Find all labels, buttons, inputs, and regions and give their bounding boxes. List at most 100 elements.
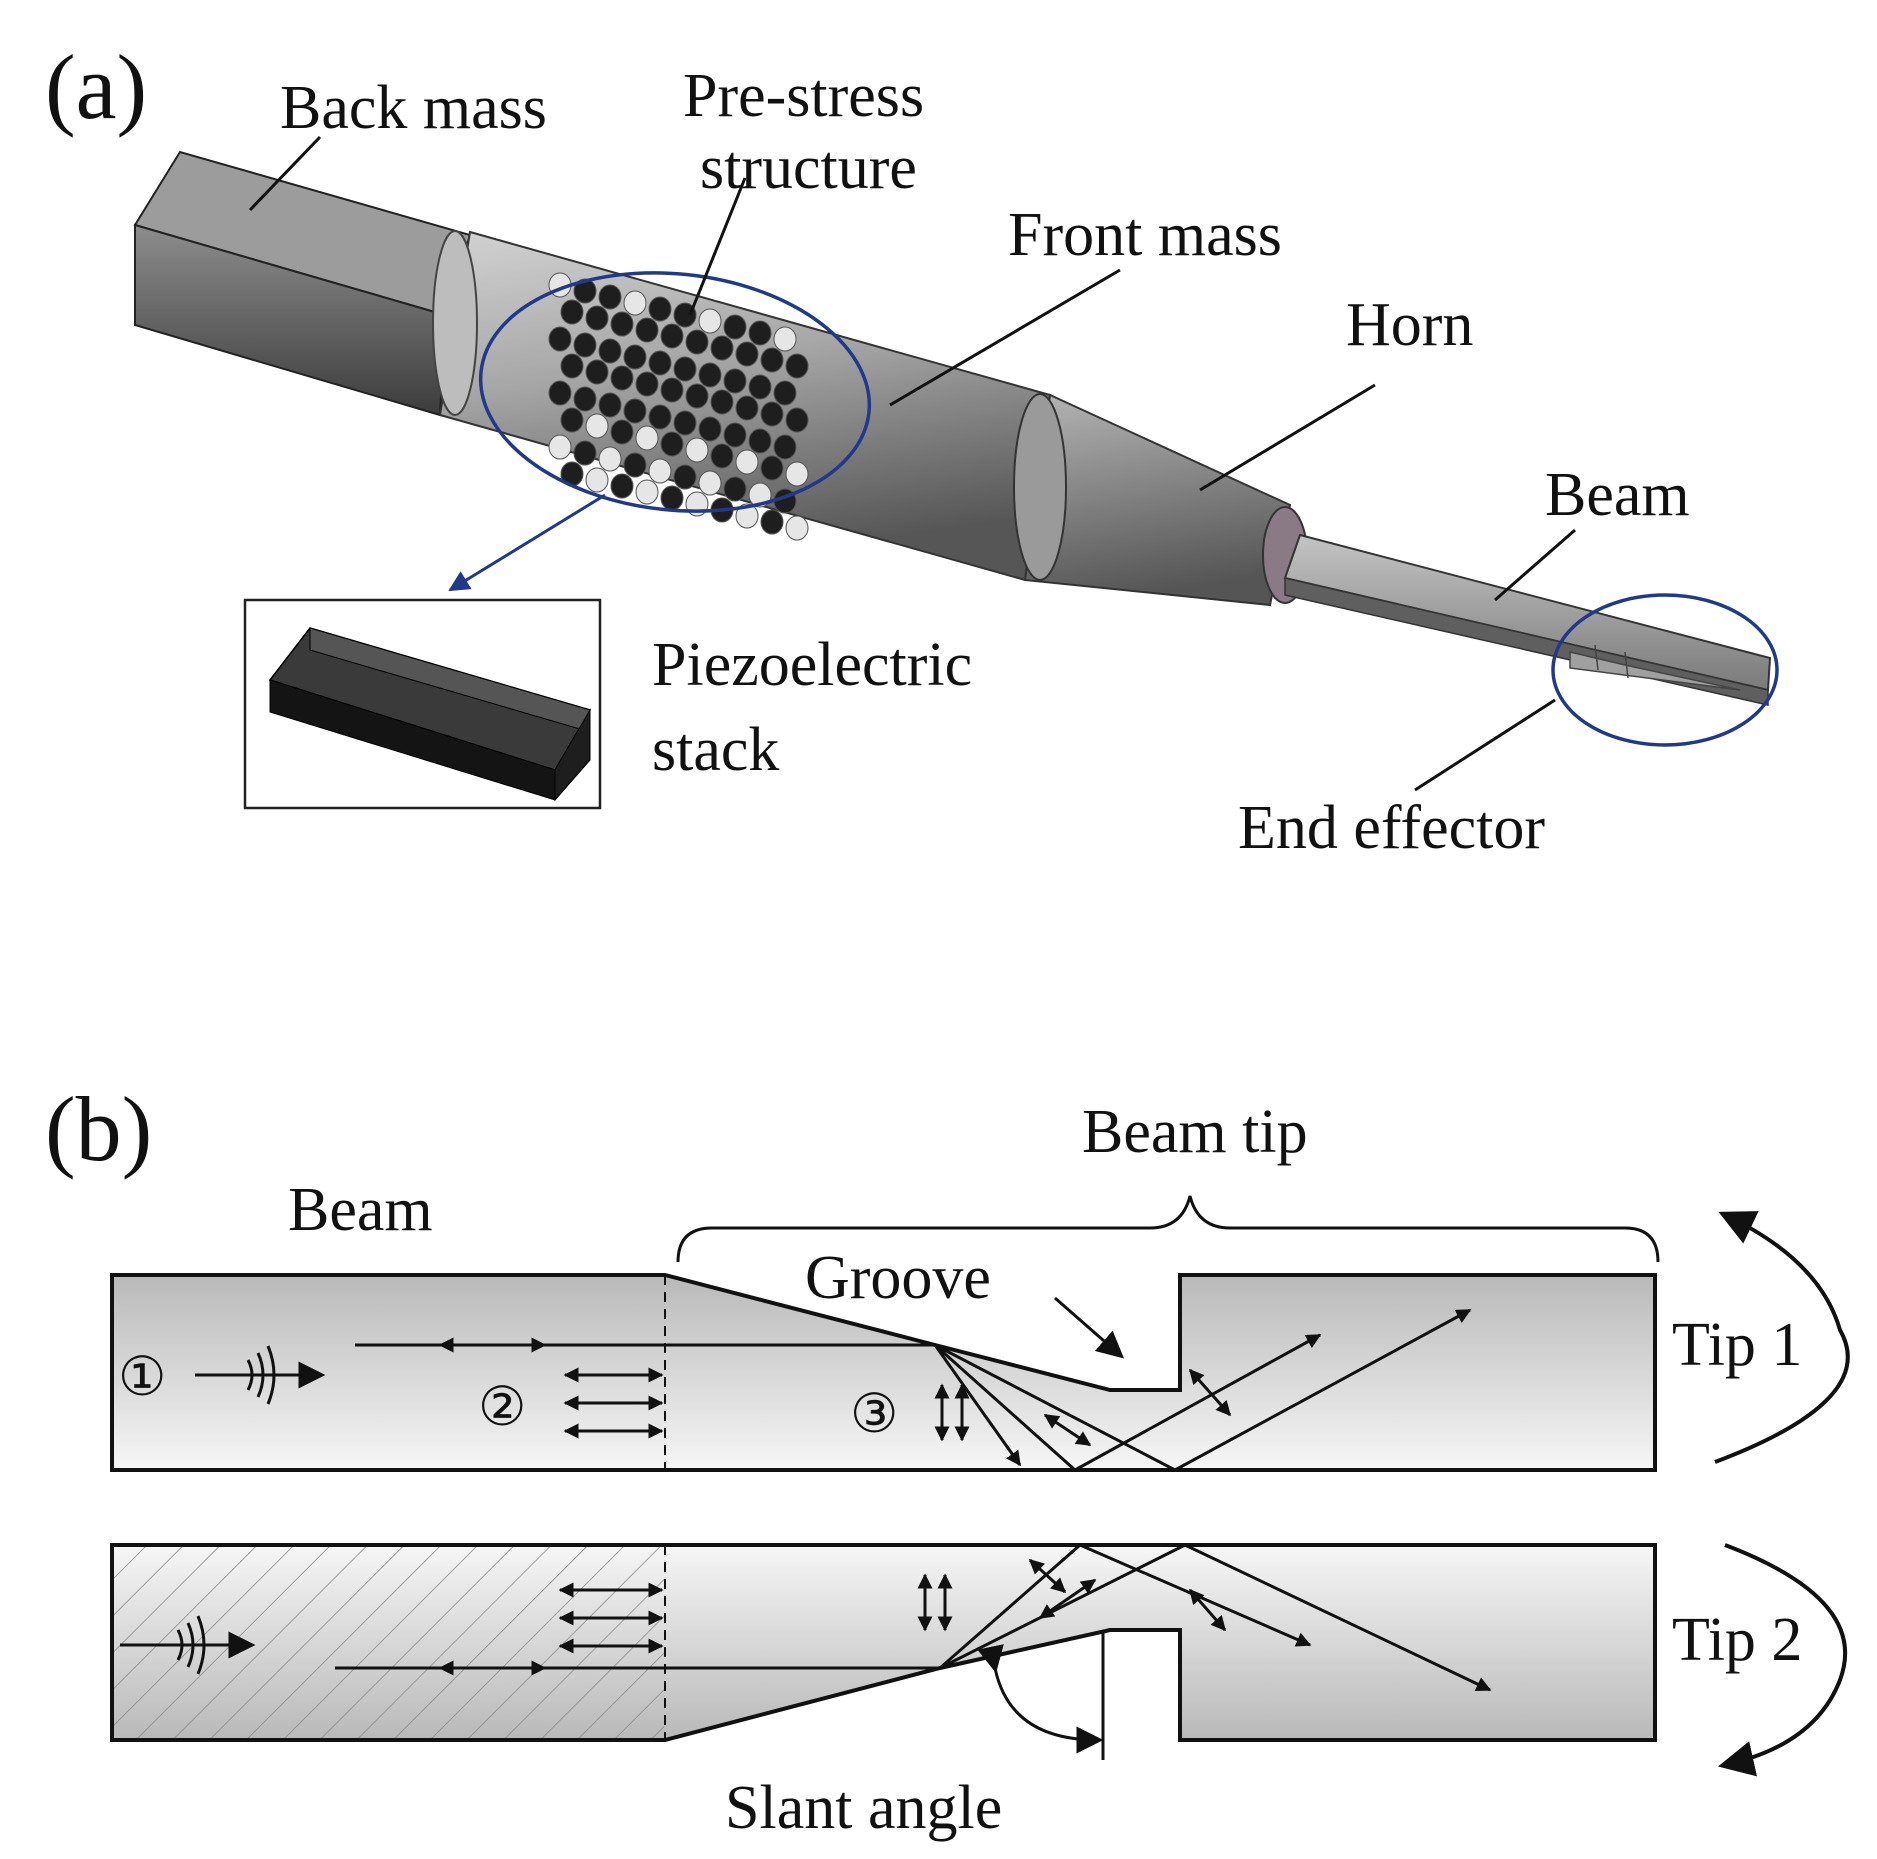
label-tip2: Tip 2 — [1672, 1606, 1802, 1674]
pre-stress-hole — [773, 434, 797, 460]
pre-stress-hole — [610, 311, 634, 337]
pre-stress-hole — [648, 458, 672, 484]
pre-stress-hole — [548, 380, 572, 406]
pre-stress-hole — [623, 290, 647, 316]
pre-stress-hole — [548, 326, 572, 352]
pre-stress-hole — [723, 368, 747, 394]
pre-stress-hole — [623, 398, 647, 424]
lower-section — [110, 1543, 1657, 1760]
label-beam-b: Beam — [288, 1176, 433, 1244]
svg-text:②: ② — [478, 1377, 526, 1437]
pre-stress-hole — [660, 431, 684, 457]
pre-stress-hole — [598, 392, 622, 418]
pre-stress-hole — [660, 377, 684, 403]
pre-stress-hole — [548, 434, 572, 460]
label-tip1: Tip 1 — [1672, 1311, 1802, 1379]
pre-stress-hole — [610, 473, 634, 499]
pre-stress-callout — [478, 271, 872, 513]
pre-stress-hole — [773, 326, 797, 352]
pre-stress-hole — [760, 347, 784, 373]
label-slant-angle: Slant angle — [725, 1774, 1002, 1842]
label-end-effector: End effector — [1238, 794, 1545, 862]
pre-stress-hole — [673, 302, 697, 328]
pre-stress-hole — [748, 482, 772, 508]
pre-stress-hole — [560, 299, 584, 325]
pre-stress-hole — [760, 401, 784, 427]
pre-stress-hole — [698, 308, 722, 334]
tip2-motion-arrow — [1717, 1543, 1847, 1777]
pre-stress-hole — [685, 383, 709, 409]
wave-rays-upper — [355, 1308, 1472, 1472]
pre-stress-hole — [710, 389, 734, 415]
pre-stress-hole — [573, 332, 597, 358]
tip1-motion-arrow — [1714, 1211, 1850, 1464]
pre-stress-hole — [723, 314, 747, 340]
pre-stress-hole — [585, 305, 609, 331]
label-beam-a: Beam — [1545, 461, 1690, 529]
pre-stress-hole — [573, 386, 597, 412]
pre-stress-hole — [560, 407, 584, 433]
pre-stress-hole — [673, 410, 697, 436]
label-beam-tip: Beam tip — [1082, 1098, 1308, 1166]
pre-stress-hole — [598, 284, 622, 310]
pre-stress-hole — [560, 353, 584, 379]
pre-stress-hole — [623, 452, 647, 478]
beam-tip-brace — [676, 1195, 1660, 1263]
label-back-mass: Back mass — [280, 74, 547, 142]
label-groove: Groove — [805, 1244, 991, 1312]
pre-stress-hole — [760, 509, 784, 535]
pre-stress-hole — [573, 278, 597, 304]
label-pre-stress-line1: Pre-stress — [683, 62, 924, 130]
pre-stress-hole — [673, 464, 697, 490]
piezo-inset — [243, 598, 602, 810]
panel-a-letter: (a) — [45, 36, 147, 138]
pre-stress-hole — [635, 479, 659, 505]
label-piezo-line1: Piezoelectric — [652, 631, 972, 699]
pre-stress-hole — [748, 374, 772, 400]
pre-stress-hole — [585, 467, 609, 493]
pre-stress-hole — [760, 455, 784, 481]
pre-stress-hole — [648, 404, 672, 430]
pre-stress-hole — [673, 356, 697, 382]
upper-section — [110, 1273, 1657, 1472]
pre-stress-hole — [610, 419, 634, 445]
pre-stress-hole — [785, 353, 809, 379]
pre-stress-hole — [748, 320, 772, 346]
beam-body — [1283, 533, 1772, 706]
pre-stress-hole — [748, 428, 772, 454]
label-horn: Horn — [1346, 291, 1473, 359]
pre-stress-holes — [548, 272, 809, 541]
pre-stress-hole — [648, 296, 672, 322]
pre-stress-hole — [660, 323, 684, 349]
source-arrow-lower — [120, 1615, 256, 1675]
marker-2: ② — [478, 1377, 526, 1437]
label-piezo-line2: stack — [652, 716, 779, 784]
pre-stress-hole — [735, 449, 759, 475]
pre-stress-hole — [698, 416, 722, 442]
pre-stress-hole — [723, 476, 747, 502]
pre-stress-hole — [585, 413, 609, 439]
pre-stress-hole — [623, 344, 647, 370]
pre-stress-hole — [598, 446, 622, 472]
panel-b-letter: (b) — [45, 1078, 152, 1180]
pre-stress-hole — [710, 443, 734, 469]
pre-stress-hole — [785, 407, 809, 433]
label-pre-stress-line2: structure — [700, 134, 917, 202]
pre-stress-hole — [635, 317, 659, 343]
pre-stress-hole — [635, 425, 659, 451]
svg-text:③: ③ — [850, 1384, 898, 1444]
pre-stress-hole — [685, 437, 709, 463]
pre-stress-hole — [773, 380, 797, 406]
leader-lines-a — [248, 135, 1576, 792]
pre-stress-hole — [785, 461, 809, 487]
pre-stress-hole — [660, 485, 684, 511]
source-arrow-upper — [195, 1345, 326, 1405]
pre-stress-hole — [735, 503, 759, 529]
pre-stress-hole — [635, 371, 659, 397]
panel-a: (a) — [45, 36, 1779, 862]
pre-stress-hole — [698, 470, 722, 496]
marker-3: ③ — [850, 1384, 898, 1444]
slant-angle-arc — [977, 1644, 1104, 1754]
pre-stress-hole — [710, 335, 734, 361]
end-effector-callout — [1551, 593, 1779, 747]
